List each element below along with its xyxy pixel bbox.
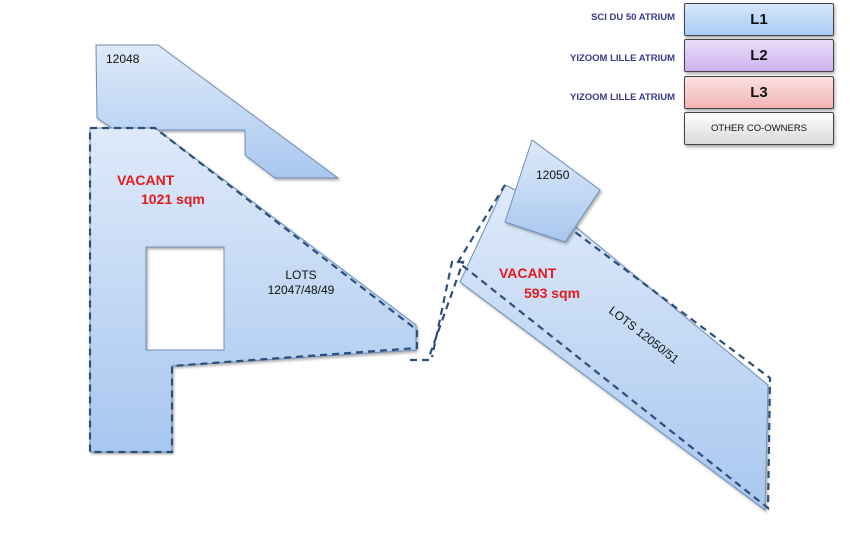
legend-box-l3: L3	[684, 76, 834, 109]
vacant-left-area: 1021 sqm	[141, 191, 205, 207]
vacant-outline-left	[88, 126, 419, 454]
label-lots-left-numbers: 12047/48/49	[268, 283, 335, 297]
legend-owner-l1: SCI DU 50 ATRIUM	[591, 12, 675, 23]
label-12048: 12048	[106, 52, 140, 66]
legend-box-l1: L1	[684, 3, 834, 36]
parcel-12050	[504, 139, 601, 243]
legend-code-other: OTHER CO-OWNERS	[710, 123, 808, 134]
label-lots-left: LOTS	[285, 268, 316, 282]
legend-owner-l3: YIZOOM LILLE ATRIUM	[569, 92, 675, 103]
legend-box-l2: L2	[684, 39, 834, 72]
vacant-connector	[410, 260, 465, 362]
legend-owner-l2: YIZOOM LILLE ATRIUM	[569, 53, 675, 64]
vacant-right-area: 593 sqm	[524, 285, 580, 301]
parcel-12048	[95, 44, 340, 179]
parcel-lots-12050-51	[459, 184, 769, 511]
legend-code-l2: L2	[750, 47, 768, 64]
label-12050: 12050	[536, 168, 570, 182]
vacant-left-label: VACANT	[117, 172, 175, 188]
legend-code-l3: L3	[750, 84, 768, 101]
legend-box-other: OTHER CO-OWNERS	[684, 112, 834, 145]
vacant-outline-right	[456, 184, 772, 511]
legend-code-l1: L1	[750, 11, 768, 28]
vacant-right-label: VACANT	[499, 265, 557, 281]
